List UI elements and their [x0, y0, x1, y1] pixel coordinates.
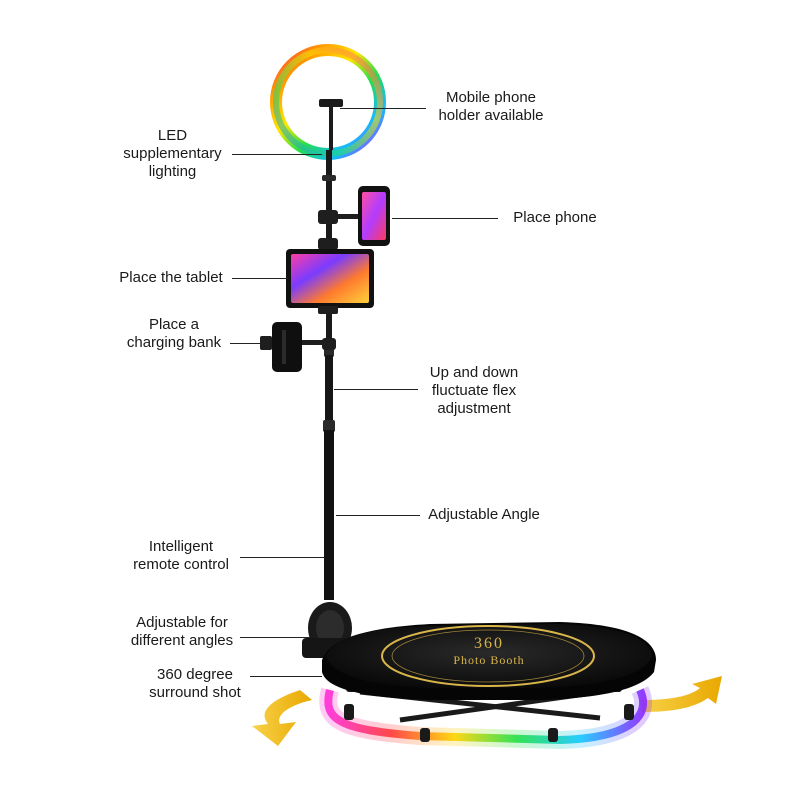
- callout-phone-holder: Mobile phone holder available: [438, 89, 544, 124]
- leader-place-phone: [392, 218, 498, 219]
- platform-logo-number: 360: [474, 635, 504, 652]
- leader-angle: [336, 515, 420, 516]
- callout-surround: 360 degree surround shot: [149, 666, 241, 701]
- platform-logo-name: Photo Booth: [453, 653, 525, 667]
- callout-place-phone: Place phone: [513, 209, 597, 226]
- tablet-mount: [286, 238, 374, 314]
- callout-charging-bank: Place a charging bank: [126, 316, 222, 351]
- charging-bank-mount: [260, 322, 336, 372]
- leader-place-tablet: [232, 278, 288, 279]
- led-base-ring: [319, 676, 653, 750]
- leader-charging-bank: [230, 343, 262, 344]
- leader-phone-holder: [340, 108, 426, 109]
- callout-flex: Up and down fluctuate flex adjustment: [429, 364, 519, 417]
- rotating-platform: [322, 622, 656, 700]
- phone-mount: [318, 186, 390, 246]
- leader-surround: [250, 676, 322, 677]
- callout-led: LED supplementary lighting: [123, 127, 222, 180]
- leader-angles: [240, 637, 310, 638]
- rotation-arrows: [252, 676, 722, 746]
- callout-angles: Adjustable for different angles: [130, 614, 234, 649]
- leader-led: [232, 154, 322, 155]
- angle-joint: [302, 602, 352, 658]
- leader-flex: [334, 389, 418, 390]
- callout-angle: Adjustable Angle: [428, 506, 540, 523]
- ring-phone-holder: [319, 99, 343, 150]
- callout-place-tablet: Place the tablet: [119, 269, 223, 286]
- platform-logo: 360 Photo Booth: [430, 636, 548, 668]
- callout-remote: Intelligent remote control: [133, 538, 229, 573]
- leader-remote: [240, 557, 324, 558]
